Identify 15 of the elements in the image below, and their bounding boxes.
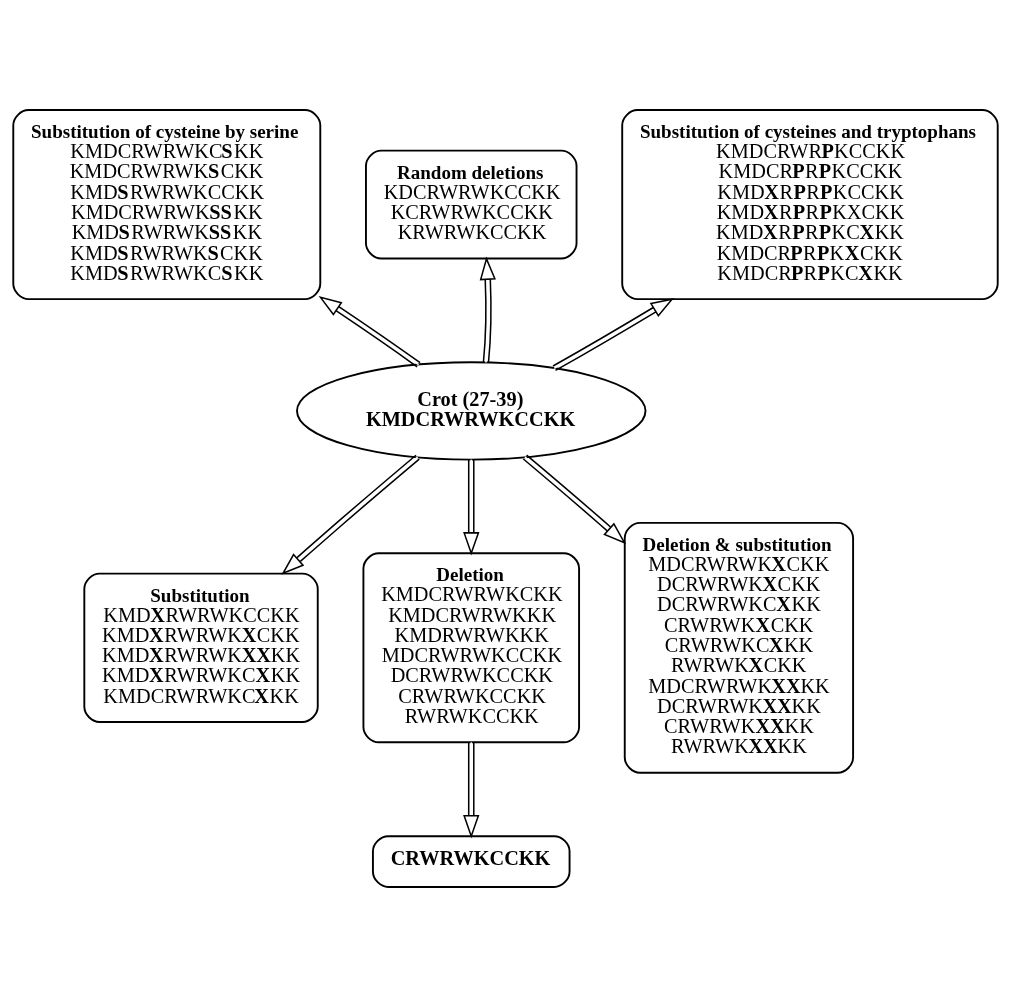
node-box: Substitution of cysteine by serine KMDCRWRWKCSKK KMDCRWRWKSCKK KMDSRWRWKCCKK KMDCRWRWKSSKK KMDSRWRWKSSKK KMDSRWRWKSCKK KMDSRWRWKCSKK — [12, 109, 322, 301]
arrow — [463, 741, 480, 839]
arrow — [463, 458, 480, 556]
node-box: Substitution KMDXRWRWKCCKK KMDXRWRWKXCKK KMDXRWRWKXXKK KMDXRWRWKCXKK KMDCRWRWKCXKK — [83, 572, 319, 723]
arrow — [522, 454, 627, 545]
node-box: CRWRWKCCKK — [372, 835, 571, 888]
node-box: Deletion KMDCRWRWKCKK KMDCRWRWKKK KMDRWRWKKK MDCRWRWKCCKK DCRWRWKCCKK CRWRWKCCKK RWRWKCCKK — [362, 552, 581, 744]
node-box: Random deletions KDCRWRWKCCKK KCRWRWKCCKK KRWRWKCCKK — [365, 149, 578, 260]
arrow — [318, 296, 421, 368]
arrow — [281, 454, 420, 575]
arrow — [552, 297, 675, 372]
node-box: Deletion & substitution MDCRWRWKXCKK DCRWRWKXCKK DCRWRWKCXKK CRWRWKXCKK CRWRWKCXKK RWRWKXCKK MDCRWRWKXXKK DCRWRWKXXKK CRWRWKXXKK RWRWKXXKK — [623, 521, 855, 774]
arrow — [479, 256, 496, 364]
node-box: Substitution of cysteines and tryptophans KMDCRWRPKCCKK KMDCRPRPKCCKK KMDXRPRPKCCKK KMDXRPRPKXCKK KMDXRPRPKCXKK KMDCRPRPKXCKK KMDCRPRPKCXKK — [621, 109, 999, 301]
node-ellipse: Crot (27-39) KMDCRWRWKCCKK — [296, 361, 647, 461]
